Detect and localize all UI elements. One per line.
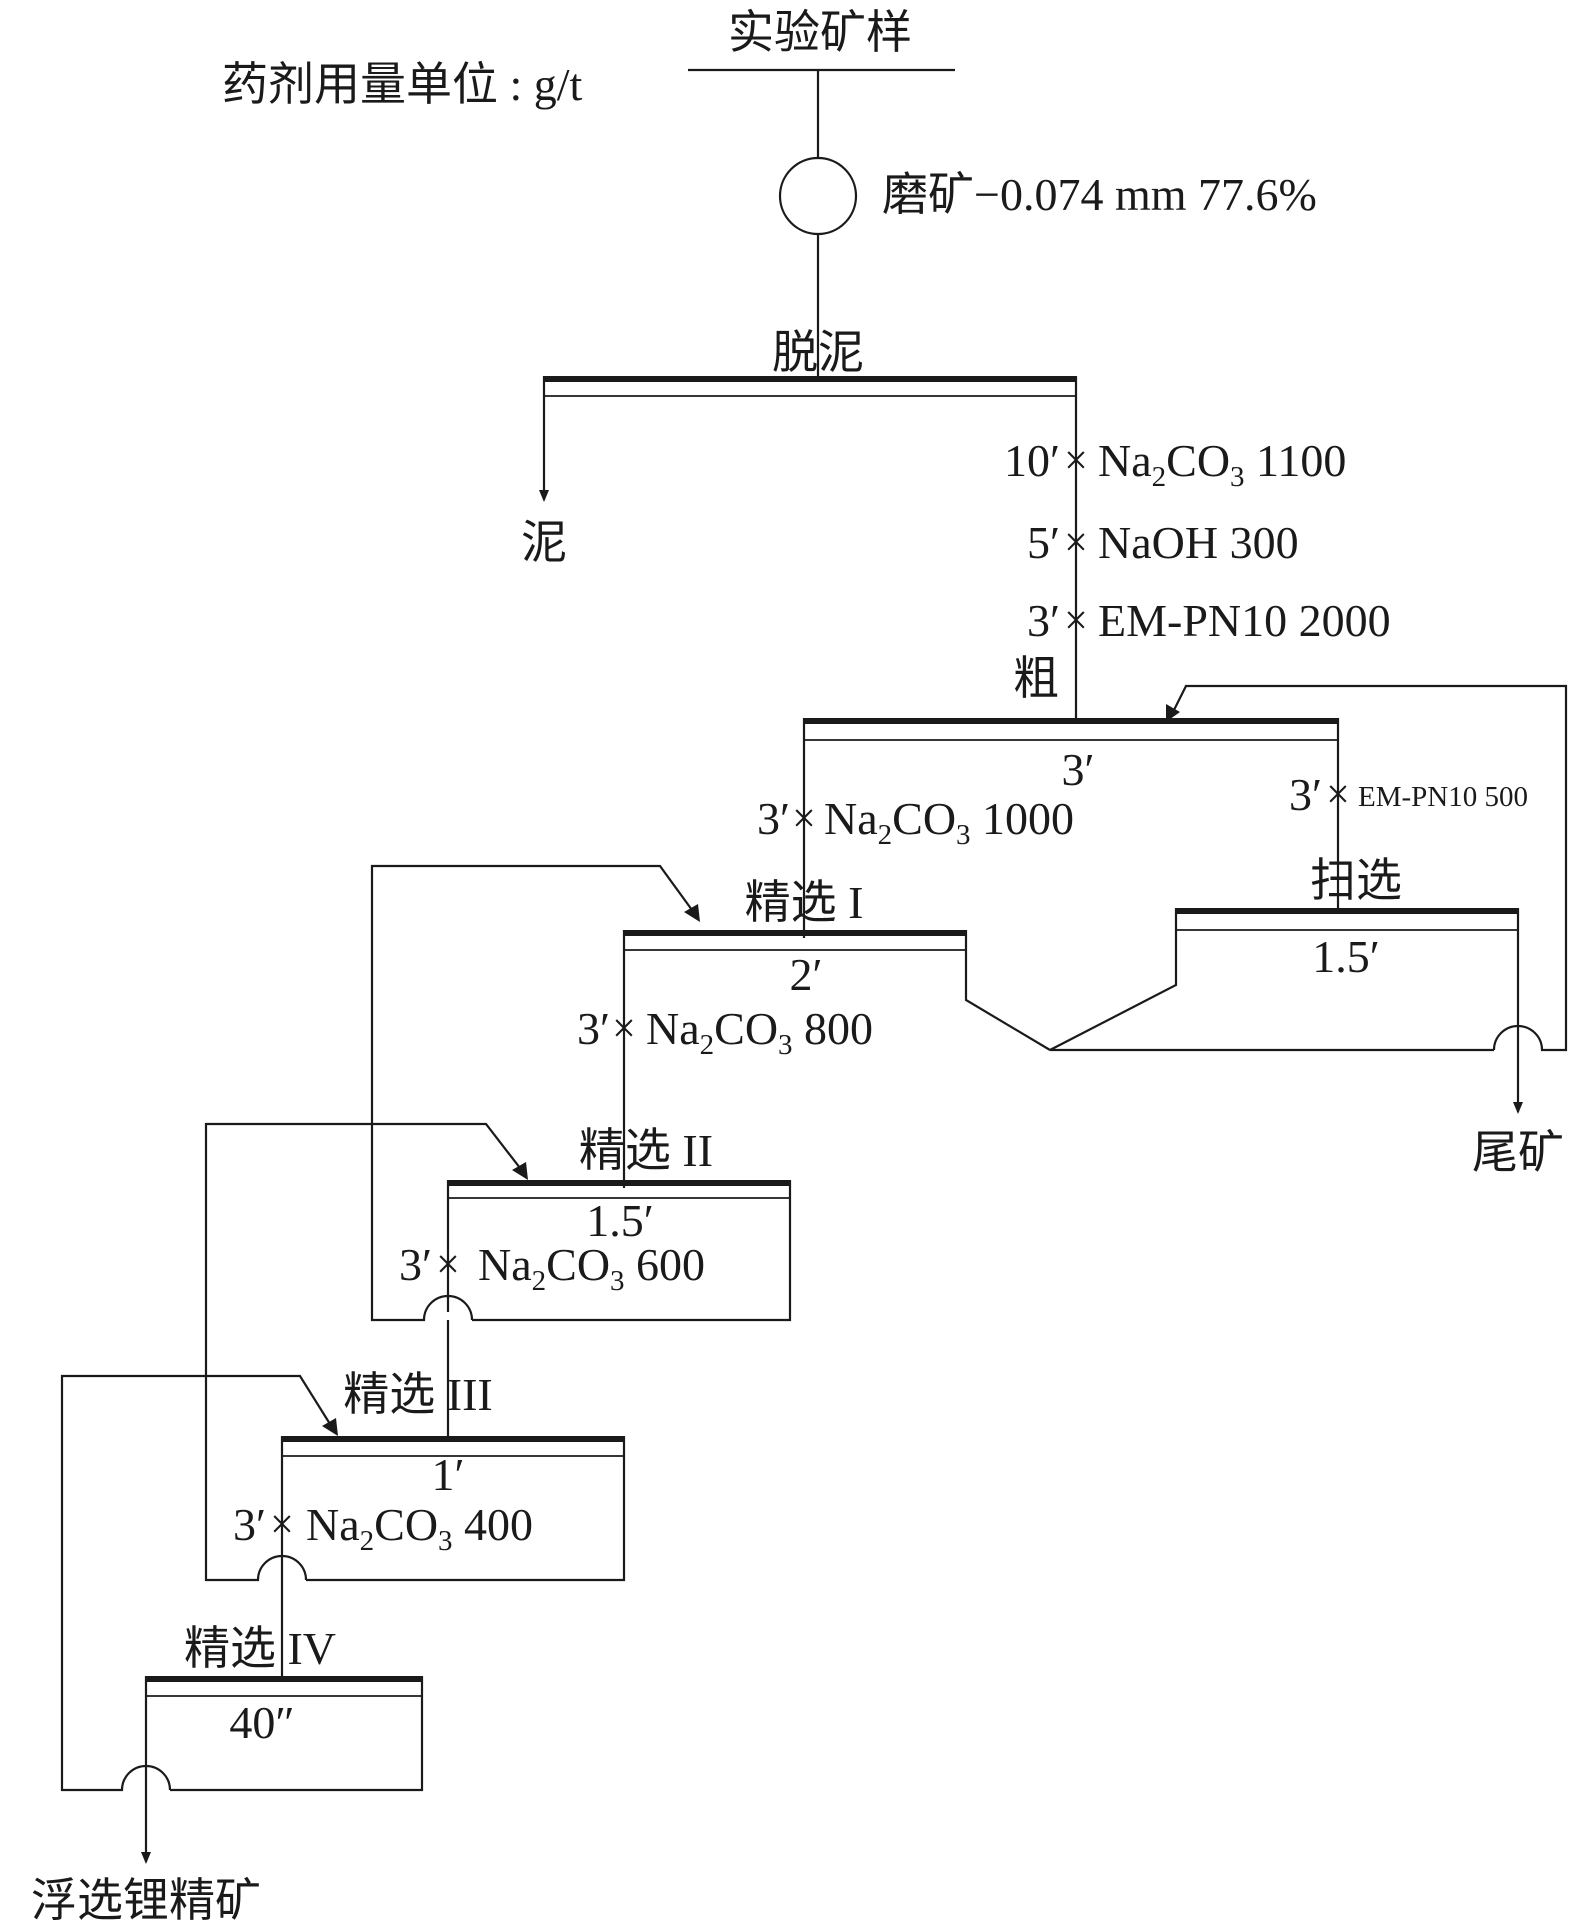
cleaner2-tailings-return (370, 864, 693, 1322)
cross-mark: × (436, 1242, 460, 1288)
reagent-time: 3′ (757, 793, 790, 844)
cleaner2-cell-outline-right (472, 1180, 792, 1322)
scavenger-reagent: 3′ × EM-PN10 500 (1289, 769, 1528, 820)
sample-title: 实验矿样 (728, 7, 912, 58)
conditioning-reagent-na2co3: 10′ × Na2CO3 1100 (1004, 435, 1346, 493)
scavenger-concentrate-return (1171, 684, 1568, 1052)
slime-label: 泥 (521, 517, 567, 568)
cleaner3-label: 精选 III (343, 1369, 492, 1420)
reagent-text: Na2CO3 600 (478, 1239, 705, 1297)
desliming-cell-bar (544, 376, 1076, 382)
reagent-text: Na2CO3 1000 (824, 793, 1074, 851)
cleaner4-cell-bar (146, 1676, 422, 1682)
cleaner1-cell-bar (624, 930, 966, 936)
cleaner1-label: 精选 I (745, 877, 864, 928)
rougher-cell-bar (804, 718, 1338, 724)
cleaner2-cell-bar (448, 1180, 790, 1186)
cleaner3-cell-bar (282, 1436, 624, 1442)
reagent-text: EM-PN10 500 (1358, 781, 1528, 813)
cleaner4-tailings-return (60, 1374, 331, 1792)
cross-mark: × (1064, 598, 1088, 644)
cleaner2-label: 精选 II (579, 1125, 713, 1176)
reagent-time: 10′ (1004, 435, 1060, 486)
cross-mark: × (270, 1502, 294, 1548)
reagent-time: 3′ (1289, 769, 1322, 820)
cleaner2-return-arrowhead (684, 904, 700, 922)
reagent-text: Na2CO3 1100 (1098, 435, 1346, 493)
tailings-label: 尾矿 (1472, 1127, 1564, 1178)
reagent-time: 3′ (399, 1239, 432, 1290)
cleaner4-return-arrowhead (322, 1418, 338, 1436)
cleaner1-time: 2′ (789, 949, 822, 1000)
scavenger-time: 1.5′ (1312, 931, 1380, 982)
reagent-text: NaOH 300 (1098, 517, 1299, 568)
cleaner4-time: 40″ (229, 1697, 294, 1748)
cleaner2-time: 1.5′ (586, 1195, 654, 1246)
scavenger-cell-outline (1049, 908, 1494, 1052)
reagent-text: Na2CO3 800 (646, 1003, 873, 1061)
scavenger-cell-bar (1176, 908, 1518, 914)
rougher-time: 3′ (1061, 744, 1094, 795)
cross-mark: × (1326, 772, 1350, 818)
reagent-time: 3′ (233, 1499, 266, 1550)
cleaner1-reagent: 3′ × Na2CO3 1000 (757, 793, 1074, 851)
reagent-time: 3′ (577, 1003, 610, 1054)
cleaner3-reagent: 3′ × Na2CO3 600 (399, 1239, 705, 1297)
cleaner3-tailings-return (204, 1122, 521, 1582)
cleaner1-tailings-line (964, 930, 1051, 1051)
grinding-circle (778, 156, 858, 236)
cross-mark: × (612, 1006, 636, 1052)
final-concentrate-label: 浮选锂精矿 (31, 1875, 261, 1926)
cleaner3-return-arrowhead (512, 1162, 528, 1180)
reagent-time: 3′ (1027, 595, 1060, 646)
desliming-label: 脱泥 (772, 327, 864, 378)
cleaner3-cell-outline-right (306, 1436, 626, 1582)
cleaner4-cell-outline-right (170, 1676, 424, 1792)
cross-mark: × (1064, 438, 1088, 484)
cross-mark: × (1064, 520, 1088, 566)
conditioning-reagent-naoh: 5′ × NaOH 300 (1027, 517, 1299, 568)
reagent-unit-note: 药剂用量单位 : g/t (222, 59, 583, 110)
grinding-label: 磨矿−0.074 mm 77.6% (882, 169, 1317, 220)
cleaner4-reagent: 3′ × Na2CO3 400 (233, 1499, 533, 1557)
reagent-time: 5′ (1027, 517, 1060, 568)
rougher-label: 粗 (1013, 653, 1059, 704)
reagent-text: EM-PN10 2000 (1098, 595, 1391, 646)
cleaner2-reagent: 3′ × Na2CO3 800 (577, 1003, 873, 1061)
reagent-text: Na2CO3 400 (306, 1499, 533, 1557)
cleaner4-label: 精选 IV (184, 1623, 336, 1674)
return-arrowhead (1166, 704, 1180, 722)
cross-mark: × (792, 796, 816, 842)
cleaner3-time: 1′ (431, 1449, 464, 1500)
conditioning-reagent-em-pn10: 3′ × EM-PN10 2000 (1027, 595, 1391, 646)
scavenger-label: 扫选 (1310, 855, 1402, 906)
